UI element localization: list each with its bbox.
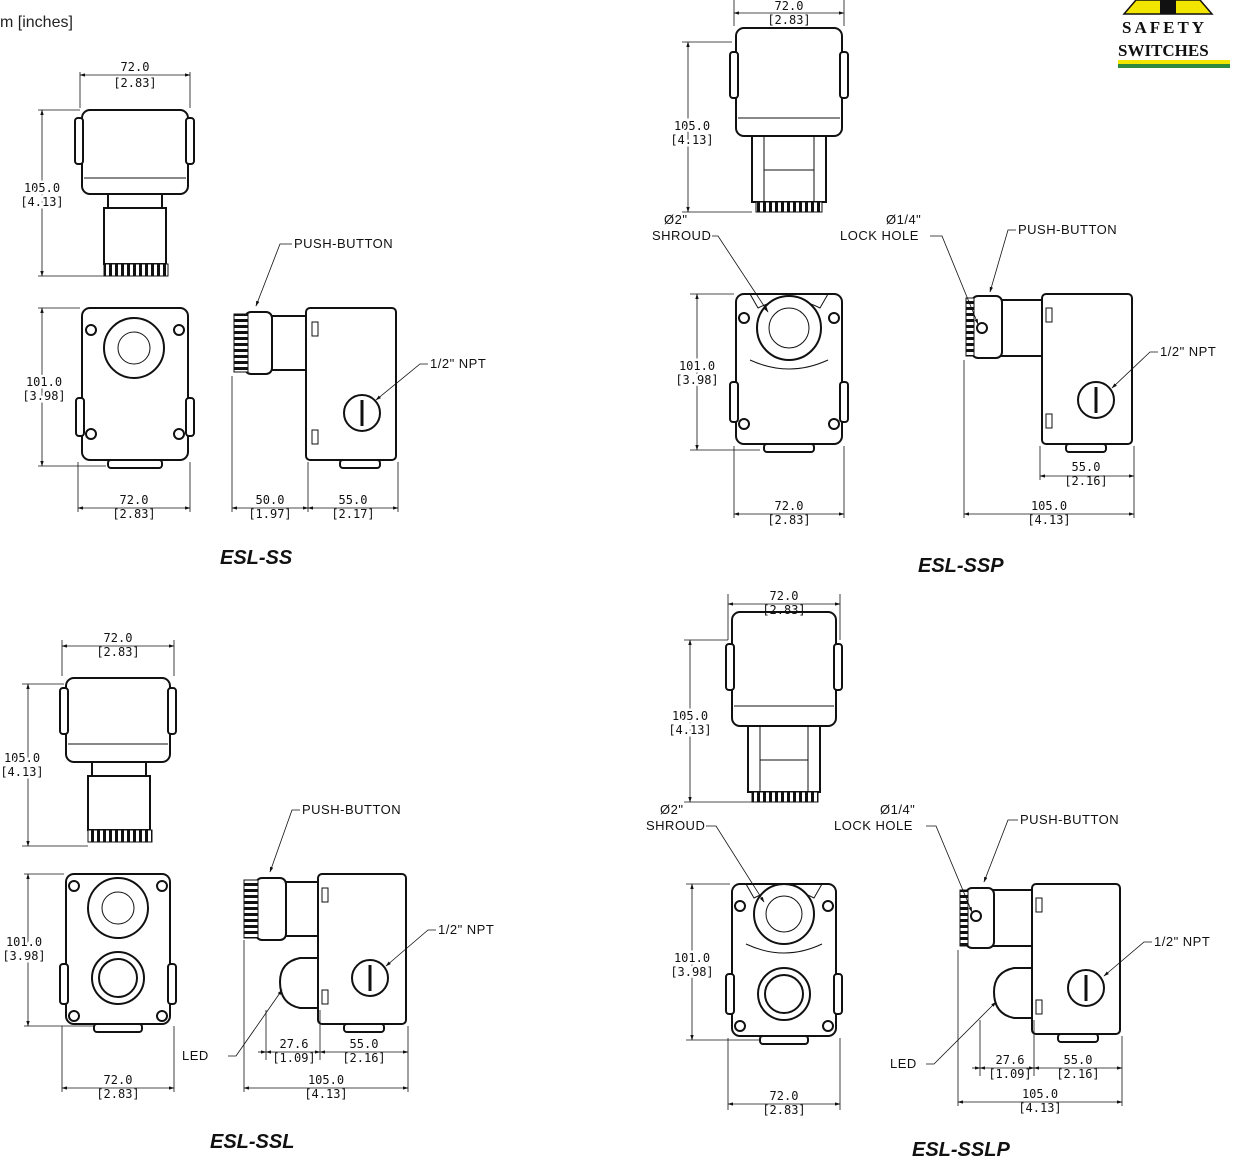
sslp-front-view [725,883,843,1045]
ssl-pushbutton-label: PUSH-BUTTON [302,802,401,817]
ssp-depth: 55.0 [1072,460,1101,474]
sslp-total-depth-in: [4.13] [1018,1101,1061,1115]
logo-line1: SAFETY [1122,18,1207,37]
sslp-depth-in: [2.16] [1056,1067,1099,1081]
sslp-shroud-dia: Ø2" [660,802,683,817]
ssl-front-height-in: [3.98] [2,949,45,963]
ssp-title: ESL-SSP [918,555,1004,577]
ssl-front-width-in: [2.83] [96,1087,139,1101]
ssp-front-width: 72.0 [775,499,804,513]
ss-top-width-in: [2.83] [113,76,156,90]
sslp-front-height: 101.0 [674,951,710,965]
sslp-led-label: LED [890,1056,917,1071]
ssl-led-depth: 27.6 [280,1037,309,1051]
sslp-front-width: 72.0 [770,1089,799,1103]
ssp-lock-label: LOCK HOLE [840,228,919,243]
sslp-front-height-in: [3.98] [670,965,713,979]
ssl-top-width-in: [2.83] [96,645,139,659]
ssp-total-depth-in: [4.13] [1027,513,1070,527]
sslp-npt-label: 1/2" NPT [1154,934,1210,949]
model-ssp: 72.0 [2.83] 105.0 [4.13] 101.0 [3.98] 72… [652,0,1216,577]
units-note: m [inches] [0,14,73,31]
ss-title: ESL-SS [220,547,293,569]
ssp-top-view [729,27,849,213]
sslp-total-depth: 105.0 [1022,1087,1058,1101]
ssp-front-height-in: [3.98] [675,373,718,387]
sslp-shroud-label: SHROUD [646,818,705,833]
ss-depth-b-in: [2.17] [331,507,374,521]
ssl-total-depth-in: [4.13] [304,1087,347,1101]
ssp-front-view [729,293,849,453]
sslp-depth: 55.0 [1064,1053,1093,1067]
ssl-top-width: 72.0 [104,631,133,645]
sslp-height-in: [4.13] [668,723,711,737]
sslp-lock-dia: Ø1/4" [880,802,915,817]
ssl-led-depth-in: [1.09] [272,1051,315,1065]
ssp-shroud-dia: Ø2" [664,212,687,227]
ssl-side-view [243,873,407,1033]
ssp-npt-label: 1/2" NPT [1160,344,1216,359]
ssp-top-width-in: [2.83] [767,13,810,27]
ssl-npt-label: 1/2" NPT [438,922,494,937]
ss-depth-a: 50.0 [256,493,285,507]
ssp-shroud-label: SHROUD [652,228,711,243]
ss-depth-b: 55.0 [339,493,368,507]
ssl-depth: 55.0 [350,1037,379,1051]
ss-front-width: 72.0 [120,493,149,507]
ssp-top-width: 72.0 [775,0,804,13]
ssl-total-depth: 105.0 [308,1073,344,1087]
ssp-depth-in: [2.16] [1064,474,1107,488]
sslp-title: ESL-SSLP [912,1139,1010,1161]
ss-height: 105.0 [24,181,60,195]
sslp-height: 105.0 [672,709,708,723]
ss-pushbutton-label: PUSH-BUTTON [294,236,393,251]
ssp-front-height: 101.0 [679,359,715,373]
ssl-led-label: LED [182,1048,209,1063]
ss-npt-label: 1/2" NPT [430,356,486,371]
model-sslp: 72.0 [2.83] 105.0 [4.13] 101.0 [3.98] 72… [646,589,1210,1161]
ssp-pushbutton-label: PUSH-BUTTON [1018,222,1117,237]
sslp-front-width-in: [2.83] [762,1103,805,1117]
ssl-title: ESL-SSL [210,1131,294,1153]
ssl-front-height: 101.0 [6,935,42,949]
sslp-pushbutton-label: PUSH-BUTTON [1020,812,1119,827]
ssp-lock-dia: Ø1/4" [886,212,921,227]
ss-front-height: 101.0 [26,375,62,389]
ss-top-view [74,109,195,277]
ss-front-view [75,307,195,469]
sslp-side-view [959,883,1121,1043]
model-ss: 72.0 [2.83] 105.0 [4.13] 101.0 [3.98] 72… [18,60,486,569]
ss-side-view [233,307,397,469]
ss-depth-a-in: [1.97] [248,507,291,521]
ssl-height: 105.0 [4,751,40,765]
ssp-side-view [965,293,1133,453]
ssl-depth-in: [2.16] [342,1051,385,1065]
ssl-height-in: [4.13] [0,765,43,779]
ssp-height-in: [4.13] [670,133,713,147]
sslp-led-depth-in: [1.09] [988,1067,1031,1081]
logo-line2: SWITCHES [1118,41,1209,60]
ssp-height: 105.0 [674,119,710,133]
ssp-total-depth: 105.0 [1031,499,1067,513]
sslp-top-width-in: [2.83] [762,603,805,617]
ss-top-width: 72.0 [121,60,150,74]
ss-front-width-in: [2.83] [112,507,155,521]
ssl-front-width: 72.0 [104,1073,133,1087]
sslp-lock-label: LOCK HOLE [834,818,913,833]
model-ssl: 72.0 [2.83] 105.0 [4.13] 101.0 [3.98] 72… [0,631,494,1153]
ssl-front-view [59,873,177,1033]
ss-front-height-in: [3.98] [22,389,65,403]
ssl-top-view [59,677,177,843]
ssp-front-width-in: [2.83] [767,513,810,527]
ss-height-in: [4.13] [20,195,63,209]
safety-switches-logo: SAFETY SWITCHES [1118,0,1230,68]
sslp-led-depth: 27.6 [996,1053,1025,1067]
sslp-top-view [725,611,843,803]
sslp-top-width: 72.0 [770,589,799,603]
